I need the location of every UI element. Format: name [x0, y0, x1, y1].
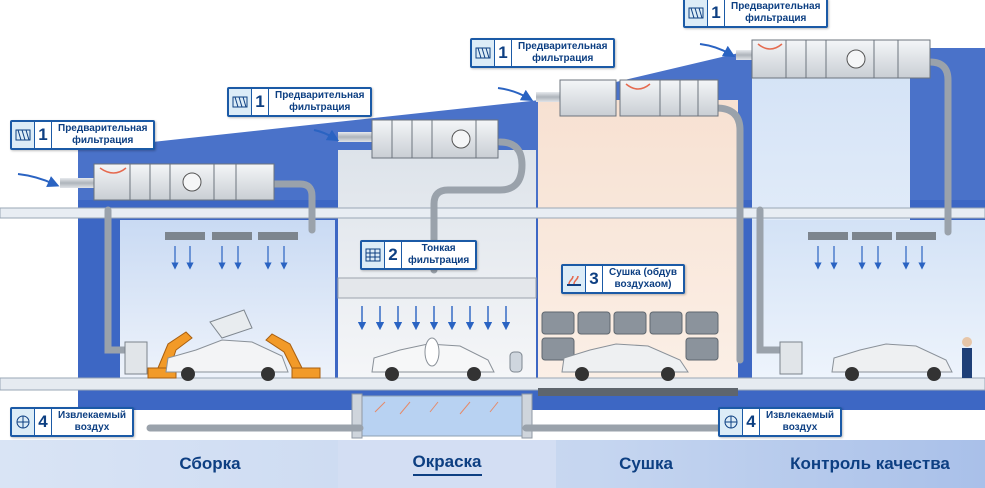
callout-number: 4	[743, 409, 760, 435]
zone-quality-control[interactable]: Контроль качества	[760, 440, 980, 488]
car-assembly	[165, 339, 289, 381]
exhaust-unit-quality	[779, 341, 803, 375]
exhaust-unit-assembly	[124, 341, 148, 375]
ground-floor	[0, 377, 985, 391]
filter-icon	[685, 0, 708, 26]
exhaust-icon	[720, 409, 743, 435]
booth-water-basin	[357, 395, 527, 437]
ahu-paint	[338, 119, 499, 159]
ahu-assembly	[60, 163, 275, 201]
air-ducts	[104, 58, 952, 432]
callout-prefilter-drying: 1 Предварительная фильтрация	[470, 38, 616, 68]
callout-number: 1	[708, 0, 725, 26]
callout-prefilter-assembly: 1 Предварительная фильтрация	[10, 120, 156, 150]
drying-heaters	[541, 311, 719, 361]
ceiling-diffusers	[165, 232, 936, 240]
mezzanine-floor	[0, 207, 985, 219]
filter-icon	[472, 40, 495, 66]
callout-number: 3	[586, 266, 603, 292]
booth-airflow-arrows	[357, 306, 511, 331]
zone-label: Сушка	[619, 454, 673, 473]
assembly-robots	[147, 309, 321, 379]
callout-label: Извлекаемый воздух	[58, 410, 127, 433]
filter-icon	[12, 122, 35, 148]
car-quality	[831, 337, 972, 381]
intake-air-arrows	[17, 43, 736, 188]
callout-label: Сушка (обдув воздухаом)	[609, 267, 678, 290]
callout-prefilter-quality: 1 Предварительная фильтрация	[683, 0, 829, 28]
paint-zone-highlight	[338, 440, 556, 488]
callout-label: Предварительная фильтрация	[518, 41, 608, 64]
zone-label: Контроль качества	[790, 454, 950, 473]
booth-plenum	[337, 277, 537, 299]
callout-drying: 3 Сушка (обдув воздухаом)	[561, 264, 686, 294]
car-drying	[561, 343, 689, 381]
car-paint	[371, 337, 523, 381]
zone-label: Окраска	[412, 452, 482, 476]
callout-label: Извлекаемый воздух	[766, 410, 835, 433]
fine-filter-icon	[362, 242, 385, 268]
zone-drying[interactable]: Сушка	[556, 440, 736, 488]
callout-label: Предварительная фильтрация	[731, 1, 821, 24]
callout-number: 4	[35, 409, 52, 435]
callout-prefilter-paint: 1 Предварительная фильтрация	[227, 87, 373, 117]
drying-icon	[563, 266, 586, 292]
callout-number: 1	[495, 40, 512, 66]
ahu-drying	[536, 79, 719, 117]
callout-exhaust-right: 4 Извлекаемый воздух	[718, 407, 843, 437]
drying-floor-grate	[538, 388, 738, 396]
filter-icon	[229, 89, 252, 115]
exhaust-icon	[12, 409, 35, 435]
callout-number: 1	[252, 89, 269, 115]
callout-label: Предварительная фильтрация	[58, 123, 148, 146]
ahu-quality	[736, 39, 931, 79]
zone-label: Сборка	[179, 454, 241, 473]
callout-exhaust-left: 4 Извлекаемый воздух	[10, 407, 135, 437]
callout-label: Тонкая фильтрация	[408, 243, 470, 266]
callout-label: Предварительная фильтрация	[275, 90, 365, 113]
callout-number: 2	[385, 242, 402, 268]
callout-number: 1	[35, 122, 52, 148]
zone-painting[interactable]: Окраска	[338, 440, 556, 488]
hall-airflow-arrows	[171, 246, 926, 270]
callout-fine-filter: 2 Тонкая фильтрация	[360, 240, 478, 270]
zone-assembly[interactable]: Сборка	[110, 440, 310, 488]
